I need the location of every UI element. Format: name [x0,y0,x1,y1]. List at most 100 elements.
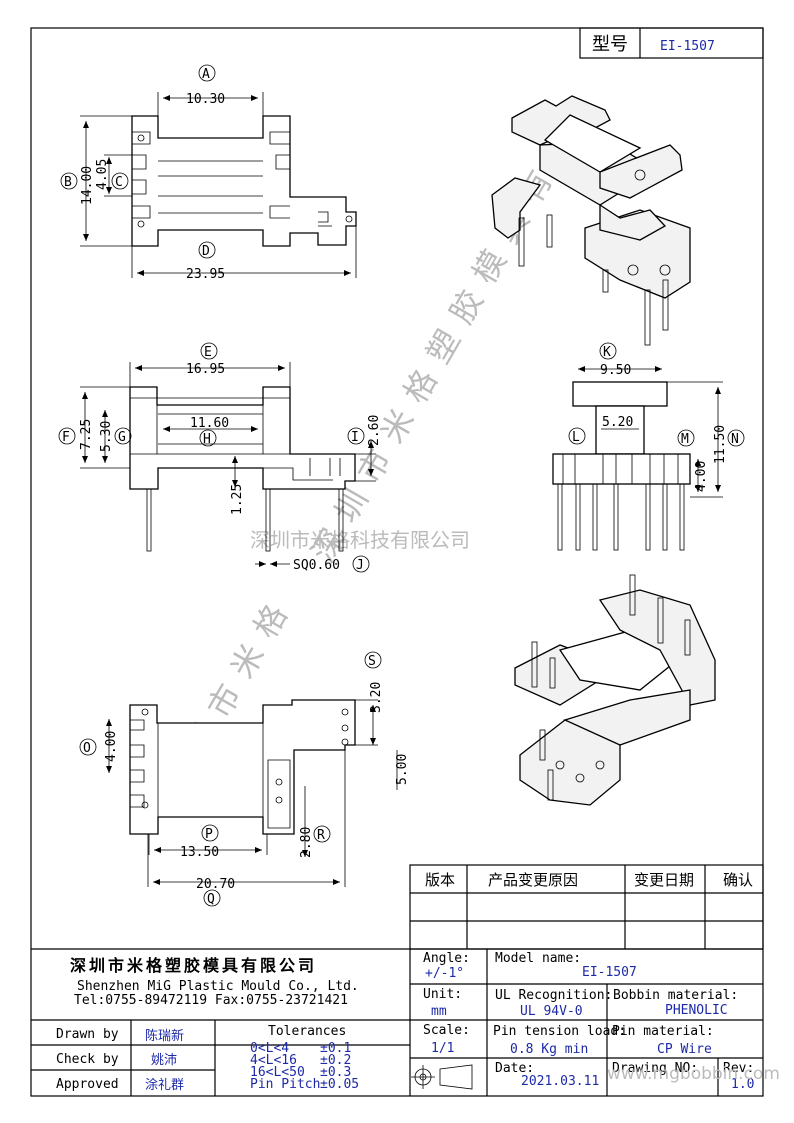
projection-symbol-icon [411,1064,473,1090]
bottom-view: 4.00 O 13.50 P 20.70 Q 2.80 R 3.20 S 5.0… [79,651,410,907]
tolerance-range-4: Pin Pitch [250,1077,320,1092]
dim-d-value: 23.95 [186,267,225,282]
bobbin-material-label: Bobbin material: [613,988,738,1003]
unit-value: mm [431,1004,447,1019]
rev-label: Rev: [723,1061,754,1076]
angle-label: Angle: [423,951,470,966]
drawing-frame [30,27,764,1097]
signoff-drawn-role: Drawn by [56,1027,119,1042]
dim-o-value: 4.00 [104,731,119,762]
dim-a-value: 10.30 [186,92,225,107]
revision-table: 版本 产品变更原因 变更日期 确认 [409,864,764,950]
revision-header-reason: 产品变更原因 [488,871,578,889]
tolerance-range-3: 16<L<50 [250,1065,305,1080]
dim-r-letter: R [317,828,325,843]
dim-h-value: 11.60 [190,416,229,431]
dim-r-value: 2.80 [299,827,314,858]
dim-l-value: 5.20 [602,415,633,430]
company-contact: Tel:0755-89472119 Fax:0755-23721421 [74,993,348,1008]
rev-value: 1.0 [731,1077,754,1092]
watermark-diagonal-1: 深圳市米格塑胶模具有限 [304,112,590,569]
signoff-approved-name: 涂礼群 [145,1077,184,1093]
side-view: 9.50 K 5.20 L 4.00 M 11.50 N [552,342,745,551]
date-value: 2021.03.11 [521,1074,599,1089]
signoff-approved-role: Approved [56,1077,119,1092]
dim-d-letter: D [202,244,210,259]
top-view: 10.30 A 14.00 B 4.05 C 23.95 D [60,64,357,282]
scale-value: 1/1 [431,1041,454,1056]
revision-header-version: 版本 [425,871,455,889]
model-header: 型号 EI-1507 [579,27,764,59]
signoff-check-name: 姚沛 [151,1053,177,1068]
dim-a-letter: A [202,67,210,82]
unit-label: Unit: [423,987,462,1002]
tolerance-range-1: 0<L<4 [250,1041,289,1056]
dim-e-value: 16.95 [186,362,225,377]
company-name-en: Shenzhen MiG Plastic Mould Co., Ltd. [77,979,359,994]
watermark-text: 深圳市米格科技有限公司 [250,528,470,552]
dim-s-letter: S [368,654,376,669]
tolerance-value-3: ±0.3 [320,1065,351,1080]
revision-header-confirm: 确认 [723,871,753,889]
model-name-value: EI-1507 [582,965,637,980]
watermark-url: www.mgbobbin.com [607,1064,780,1084]
tolerance-value-2: ±0.2 [320,1053,351,1068]
dim-f-letter: F [62,430,70,445]
tolerances-title: Tolerances [268,1024,346,1039]
title-block: 深圳市米格塑胶模具有限公司 Shenzhen MiG Plastic Mould… [31,948,780,1096]
dim-b-value: 14.00 [80,166,95,205]
dim-o-letter: O [83,741,91,756]
dim-n-letter: N [731,432,739,447]
revision-header-date: 变更日期 [634,871,694,889]
dim-g-letter: G [118,430,126,445]
dim-f-value: 7.25 [79,419,94,450]
dim-k-letter: K [603,345,611,360]
dim-p-value: 13.50 [180,845,219,860]
pin-tension-label: Pin tension load: [493,1024,626,1039]
ul-label: UL Recognition: [495,988,612,1003]
dim-h-letter: H [203,432,211,447]
signoff-check-role: Check by [56,1052,119,1067]
dim-n-value: 11.50 [713,425,728,464]
signoff-drawn-name: 陈瑞新 [145,1028,184,1044]
dim-j-letter: J [356,558,364,573]
dim-c-letter: C [115,175,123,190]
ul-value: UL 94V-0 [520,1004,583,1019]
dim-m-letter: M [681,432,689,447]
front-view: 16.95 E 7.25 F 5.30 G 11.60 H 2.60 I 1.2… [58,342,382,573]
dim-b-letter: B [64,175,72,190]
dim-q-value: 20.70 [196,877,235,892]
scale-label: Scale: [423,1023,470,1038]
iso-view-bottom [514,574,716,806]
iso-view-top [491,95,691,346]
dim-c-value: 4.05 [95,159,110,190]
dim-s-value: 3.20 [369,682,384,713]
pin-material-label: Pin material: [612,1024,714,1039]
date-label: Date: [495,1061,534,1076]
dim-1-25-value: 1.25 [230,484,245,515]
pin-material-value: CP Wire [657,1042,712,1057]
dim-m-value: 4.00 [694,461,709,492]
drawing-no-label: Drawing NO: [612,1061,698,1076]
tolerance-range-2: 4<L<16 [250,1053,297,1068]
dim-i-letter: I [351,430,359,445]
angle-value: +/-1° [425,966,464,981]
dim-k-value: 9.50 [600,363,631,378]
model-label: 型号 [592,34,628,55]
dim-l-letter: L [572,430,580,445]
dim-j-value: SQ0.60 [293,558,340,573]
bobbin-material-value: PHENOLIC [665,1003,728,1018]
company-name-cn: 深圳市米格塑胶模具有限公司 [70,956,317,975]
tolerance-value-4: ±0.05 [320,1077,359,1092]
dim-q-letter: Q [207,892,215,907]
dim-g-value: 5.30 [99,421,114,452]
dim-5-00-value: 5.00 [395,754,410,785]
dim-p-letter: P [205,827,213,842]
tolerance-value-1: ±0.1 [320,1041,351,1056]
pin-tension-value: 0.8 Kg min [510,1042,588,1057]
model-value: EI-1507 [660,39,715,54]
dim-e-letter: E [204,345,212,360]
model-name-label: Model name: [495,951,581,966]
dim-i-value: 2.60 [367,415,382,446]
